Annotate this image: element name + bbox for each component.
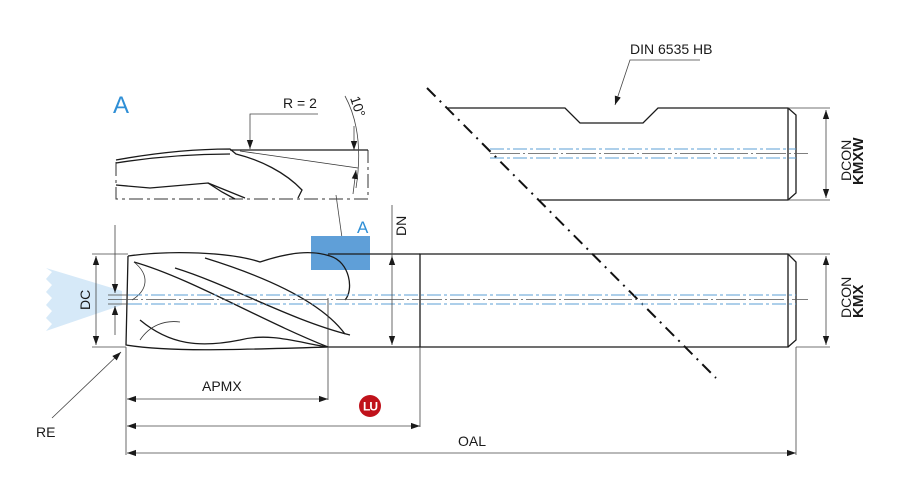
dcon-label-main: DCON — [838, 277, 854, 318]
oal-label: OAL — [458, 433, 486, 449]
dcon-label: DCON — [838, 140, 854, 181]
dn-label: DN — [393, 216, 409, 236]
type-label-kmx: KMX — [850, 285, 867, 318]
detail-highlight-box — [311, 236, 370, 270]
main-tool: A DC DN — [36, 205, 867, 457]
din-standard-note: DIN 6535 HB — [630, 41, 712, 57]
detail-marker-label: A — [357, 218, 369, 237]
din-leader — [614, 59, 700, 106]
detail-view-a: A R = 2 10° — [113, 92, 369, 200]
type-label-kmxw: KMXW — [850, 137, 867, 185]
lu-badge-circle — [359, 395, 381, 417]
apmx-label: APMX — [202, 378, 242, 394]
angle-note: 10° — [347, 94, 369, 119]
lu-badge-text: LU — [363, 400, 377, 414]
coolant-spray — [46, 268, 122, 331]
re-leader — [51, 351, 122, 419]
flute-head-bottom — [125, 255, 329, 351]
dc-label: DC — [77, 290, 93, 310]
shank-outline — [447, 107, 789, 201]
detail-view-label: A — [113, 92, 129, 119]
re-label: RE — [36, 424, 55, 440]
radius-leader — [246, 113, 318, 149]
detail-frame — [115, 150, 369, 200]
flute-head-top — [127, 252, 351, 301]
shank-body — [419, 253, 789, 348]
lu-badge: LU — [359, 395, 381, 417]
shank-variant-kmxw: DIN 6535 HB DCON KMXW — [447, 41, 867, 201]
break-line — [426, 87, 717, 379]
detail-edge-profile — [115, 148, 303, 199]
radius-note: R = 2 — [283, 95, 317, 111]
